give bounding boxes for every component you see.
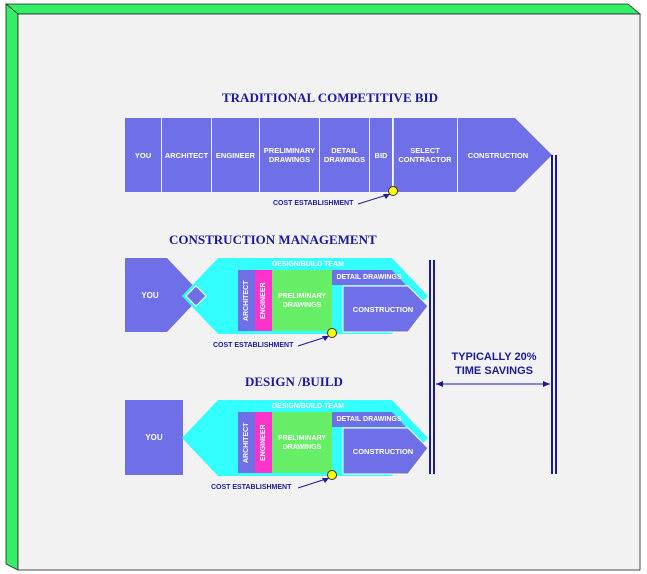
db-construction-arrow [342,427,429,475]
cm-flow [125,258,429,347]
frame-top-bevel [4,3,642,15]
trad-bid-label: BID [374,150,388,160]
cm-detail-box [332,270,406,285]
cm-preliminary-box [272,270,332,331]
traditional-flow [125,118,552,205]
db-engineer-box [255,412,272,473]
trad-engineer-label: ENGINEER [215,150,256,160]
db-preliminary-label: PRELIMINARY DRAWINGS [278,434,326,451]
trad-construction-label: CONSTRUCTION [467,150,529,160]
trad-cost-label: COST ESTABLISHMENT [273,200,354,207]
time-savings-markers [429,155,557,474]
cm-you-label: YOU [141,290,159,300]
cm-title: CONSTRUCTION MANAGEMENT [169,232,377,247]
trad-preliminary-label: PRELIMINARY DRAWINGS [263,146,316,164]
db-cost-label: COST ESTABLISHMENT [211,484,292,491]
db-detail-label: DETAIL DRAWINGS [336,416,402,423]
db-you-box [125,400,183,475]
traditional-title: TRADITIONAL COMPETITIVE BID [222,90,438,105]
trad-step-engineer [212,118,259,192]
cm-construction-label: CONSTRUCTION [352,304,414,314]
cm-preliminary-label: PRELIMINARY DRAWINGS [278,292,326,309]
frame-left-bevel [5,3,19,571]
savings-label: TYPICALLY 20% TIME SAVINGS [440,350,548,378]
cm-architect-label: ARCHITECT [243,280,250,321]
trad-step-bid [370,118,392,192]
cm-link-diamond [185,285,207,307]
cm-team-label: DESIGN/BUILD TEAM [272,260,344,268]
db-flow [125,400,429,489]
trad-detail-label: DETAIL DRAWINGS [323,146,366,164]
trad-step-architect [162,118,211,192]
db-title: DESIGN /BUILD [245,374,343,389]
db-architect-label: ARCHITECT [243,422,250,463]
trad-cost-marker [388,186,398,196]
savings-line1: TYPICALLY 20% [451,351,537,363]
trad-select-contractor-label: SELECT CONTRACTOR [398,146,452,164]
trad-you-label: YOU [134,150,152,160]
trad-step-preliminary [260,118,319,192]
db-construction-label: CONSTRUCTION [352,446,414,456]
cm-engineer-box [255,270,272,331]
trad-step-select-contractor [393,118,457,192]
cm-you-shape [125,258,202,332]
db-team-label: DESIGN/BUILD TEAM [272,402,344,410]
db-architect-box [238,412,255,473]
trad-step-you [125,118,161,192]
savings-line2: TIME SAVINGS [454,365,534,377]
cm-architect-box [238,270,255,331]
trad-architect-label: ARCHITECT [164,150,209,160]
cm-detail-label: DETAIL DRAWINGS [336,274,402,281]
db-engineer-label: ENGINEER [260,424,267,461]
db-detail-box [332,412,406,427]
db-you-label: YOU [145,433,163,442]
db-cost-marker [327,470,337,480]
cm-cost-marker [327,328,337,338]
trad-step-construction [458,118,552,192]
cm-construction-arrow [342,285,429,333]
cm-engineer-label: ENGINEER [260,282,267,319]
trad-step-detail [320,118,369,192]
db-preliminary-box [272,412,332,473]
cm-cost-label: COST ESTABLISHMENT [213,342,294,349]
